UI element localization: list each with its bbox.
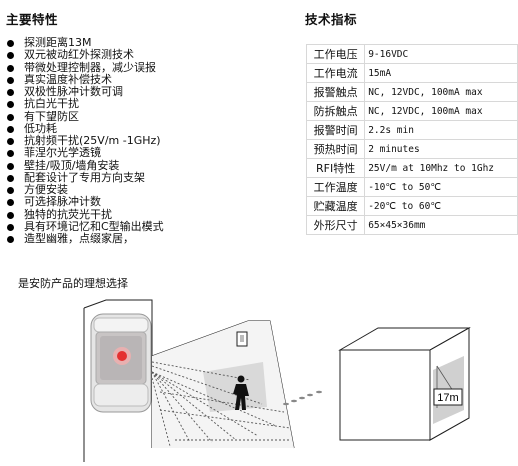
spec-key: 防拆触点 (305, 101, 366, 121)
feature-item: 配套设计了专用方向支架 (6, 170, 164, 184)
bullet-icon (7, 187, 14, 194)
specs-title: 技术指标 (305, 12, 358, 27)
feature-text: 双极性脉冲计数可调 (24, 85, 123, 98)
feature-text: 菲涅尔光学透镜 (24, 146, 101, 160)
feature-item: 方便安装 (6, 183, 164, 196)
bullet-icon (7, 223, 14, 231)
feature-item: 带微处理控制器，减少误报 (6, 60, 164, 74)
spec-key: 外形尺寸 (305, 215, 366, 235)
bullet-icon (7, 76, 14, 84)
range-box (338, 327, 471, 441)
feature-item: 菲涅尔光学透镜 (6, 147, 164, 159)
feature-item: 抗射频干扰(25V/m -1GHz) (6, 134, 164, 147)
feature-text: 抗白光干扰 (24, 97, 79, 111)
spec-key: 预热时间 (305, 139, 366, 159)
spec-value: 65×45×36mm (364, 215, 518, 235)
spec-key: 报警时间 (305, 120, 366, 140)
bullet-icon (7, 236, 14, 243)
feature-text: 有下望防区 (24, 109, 79, 123)
range-label: 17m (437, 392, 458, 404)
spec-key: 工作电压 (305, 44, 366, 64)
bullet-icon (7, 162, 14, 170)
spec-key: 贮藏温度 (305, 196, 366, 216)
person-icon (233, 375, 249, 410)
footprints (283, 390, 322, 406)
feature-text: 低功耗 (24, 121, 57, 135)
feature-text: 带微处理控制器，减少误报 (24, 60, 156, 74)
pir-detector-image (90, 313, 152, 413)
bullet-icon (7, 113, 14, 121)
feature-item: 可选择脉冲计数 (6, 196, 164, 208)
feature-text: 方便安装 (24, 183, 68, 196)
bullet-icon (7, 89, 14, 96)
bullet-icon (7, 138, 14, 145)
feature-text: 壁挂/吸顶/墙角安装 (24, 158, 120, 172)
feature-text: 真实温度补偿技术 (24, 72, 112, 86)
feature-item: 真实温度补偿技术 (6, 72, 164, 86)
feature-item: 具有环境记忆和C型输出模式 (6, 219, 164, 233)
bullet-icon (7, 125, 14, 133)
feature-text: 具有环境记忆和C型输出模式 (24, 219, 164, 233)
feature-item: 双极性脉冲计数可调 (6, 85, 164, 98)
spec-key: 报警触点 (305, 82, 366, 102)
feature-text: 双元被动红外探测技术 (24, 48, 134, 62)
feature-text: 探测距离13M (24, 36, 92, 49)
feature-item: 探测距离13M (6, 36, 164, 49)
bullet-icon (7, 199, 14, 207)
feature-item: 低功耗 (6, 121, 164, 135)
feature-item: 造型幽雅，点缀家居， (6, 232, 164, 245)
bullet-icon (7, 150, 14, 158)
bullet-icon (7, 64, 14, 72)
spec-key: RFI特性 (305, 158, 366, 178)
feature-text: 造型幽雅，点缀家居， (24, 232, 134, 245)
spec-key: 工作电流 (305, 63, 366, 83)
feature-item: 独特的抗荧光干扰 (6, 207, 164, 221)
bullet-icon (7, 52, 14, 60)
spec-key: 工作温度 (305, 177, 366, 197)
feature-item: 双元被动红外探测技术 (6, 49, 164, 61)
feature-text: 配套设计了专用方向支架 (24, 170, 145, 184)
feature-text: 抗射频干扰(25V/m -1GHz) (24, 134, 161, 147)
spec-row: 工作温度-10℃ to 50℃ (305, 177, 518, 197)
feature-item: 抗白光干扰 (6, 98, 164, 110)
bullet-icon (7, 211, 14, 219)
features-continuation: 是安防产品的理想选择 (18, 277, 128, 290)
bullet-icon (7, 174, 14, 182)
bullet-icon (7, 40, 14, 47)
feature-text: 可选择脉冲计数 (24, 195, 101, 209)
feature-item: 壁挂/吸顶/墙角安装 (6, 158, 164, 172)
bullet-icon (7, 101, 14, 109)
feature-text: 独特的抗荧光干扰 (24, 207, 112, 221)
wall-detector-icon (236, 331, 248, 347)
features-title: 主要特性 (6, 12, 59, 27)
feature-item: 有下望防区 (6, 109, 164, 123)
